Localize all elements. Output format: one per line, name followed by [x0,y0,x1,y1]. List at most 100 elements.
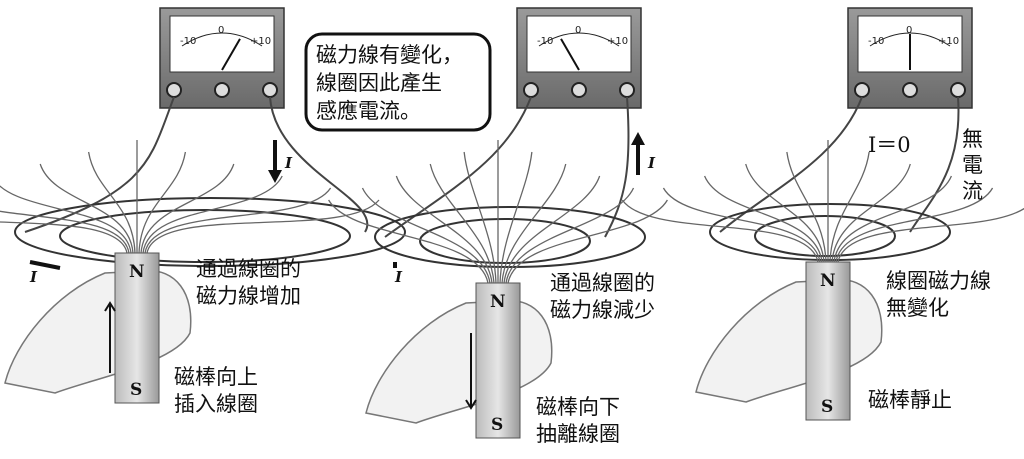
coil-loop [709,203,951,261]
wire [604,96,630,238]
magnetic-field-line [328,199,489,284]
hand [695,279,883,403]
hand [365,300,553,424]
bar-magnet [805,261,851,421]
magnetic-field-line [703,175,823,263]
south-pole-label: S [491,415,503,435]
current-symbol: I [284,154,293,172]
magnetic-field-line [835,187,994,263]
callout-line-2: 線圈因此產生 [316,71,442,95]
magnetic-field-line [0,185,132,254]
galvanometer: -10 0 +10 [516,7,642,109]
meter-terminal [214,82,230,98]
magnet-label-3: 磁棒靜止 [868,388,952,412]
magnetic-field-line [87,151,136,254]
magnet-label-1b: 插入線圈 [174,392,258,416]
north-pole-label: N [490,292,506,312]
magnetic-field-line [39,163,134,254]
meter-face [169,15,275,73]
panel-magnet-stationary: -10 0 +10N S [621,7,1024,421]
no-current-label-2: 電 [962,153,983,177]
bar-magnet [475,282,521,439]
flux-label-2b: 磁力線減少 [550,298,655,322]
meter-tick-left: -10 [868,36,884,47]
meter-tick-left: -10 [537,36,553,47]
south-pole-label: S [821,397,833,417]
magnet-label-1a: 磁棒向上 [174,365,258,389]
magnetic-field-line [142,175,283,254]
magnetic-field-line [146,199,380,254]
north-pole-label: N [129,262,145,282]
wire [384,96,532,238]
magnetic-field-line [395,175,493,284]
coil-loop [419,218,591,264]
meter-face [526,15,632,73]
magnetic-field-line [831,163,911,263]
meter-tick-center: 0 [575,25,581,36]
wire [909,96,960,233]
loop-current-symbol: I [394,268,403,286]
no-current-label-3: 流 [962,179,983,203]
wire [719,96,863,233]
panel-magnet-inserting: -10 0 +10N S I I [0,7,406,404]
north-pole-label: N [820,271,836,291]
meter-tick-right: +10 [938,36,959,47]
magnet-label-2a: 磁棒向下 [536,395,620,419]
current-symbol: I [647,154,656,172]
meter-tick-right: +10 [250,36,271,47]
magnetic-field-line [503,175,601,284]
magnetic-field-line [144,187,332,254]
meter-terminal [619,82,635,98]
magnetic-field-line [463,151,497,284]
flux-label-3a: 線圈磁力線 [886,269,991,293]
arrowhead [465,399,477,410]
magnetic-field-line [507,199,668,284]
magnetic-field-line [833,175,953,263]
galvanometer: -10 0 +10 [159,7,285,109]
galvanometer: -10 0 +10 [847,7,973,109]
meter-needle [221,38,241,71]
meter-terminal [262,82,278,98]
coil-loop [374,206,646,268]
hand [4,270,192,394]
magnetic-field-line [837,207,1024,263]
magnetic-field-line [138,151,187,254]
meter-terminal [902,82,918,98]
meter-terminal [166,82,182,98]
flux-label-1b: 磁力線增加 [196,284,301,308]
south-pole-label: S [130,380,142,400]
magnetic-field-line [745,163,825,263]
magnetic-field-line [0,221,128,254]
arrowhead [104,301,116,312]
no-current-label-1: 無 [962,127,983,151]
coil-loop [59,209,351,263]
loop-current-symbol: I [29,268,38,286]
bar-magnet [114,252,160,404]
meter-terminal [854,82,870,98]
loop-current-arrow [29,260,61,270]
meter-terminal [571,82,587,98]
meter-tick-left: -10 [180,36,196,47]
flux-label-2a: 通過線圈的 [550,271,655,295]
current-arrowhead [631,132,645,145]
meter-tick-center: 0 [218,25,224,36]
meter-scale [181,32,263,47]
magnetic-field-line [662,187,821,263]
meter-tick-center: 0 [906,25,912,36]
flux-label-3b: 無變化 [886,296,949,320]
meter-scale [869,32,951,47]
callout-line-3: 感應電流。 [316,99,421,123]
magnetic-field-line [829,151,870,263]
meter-terminal [523,82,539,98]
coil-loop [14,197,406,267]
magnet-label-2b: 抽離線圈 [536,422,620,446]
magnetic-field-line [429,163,495,284]
flux-label-1a: 通過線圈的 [196,257,301,281]
callout-bubble: 磁力線有變化， 線圈因此產生 感應電流。 [304,32,492,132]
meter-scale [538,32,620,47]
current-arrowhead [268,170,282,183]
magnetic-field-line [621,199,819,263]
wire [269,96,369,233]
meter-tick-right: +10 [607,36,628,47]
